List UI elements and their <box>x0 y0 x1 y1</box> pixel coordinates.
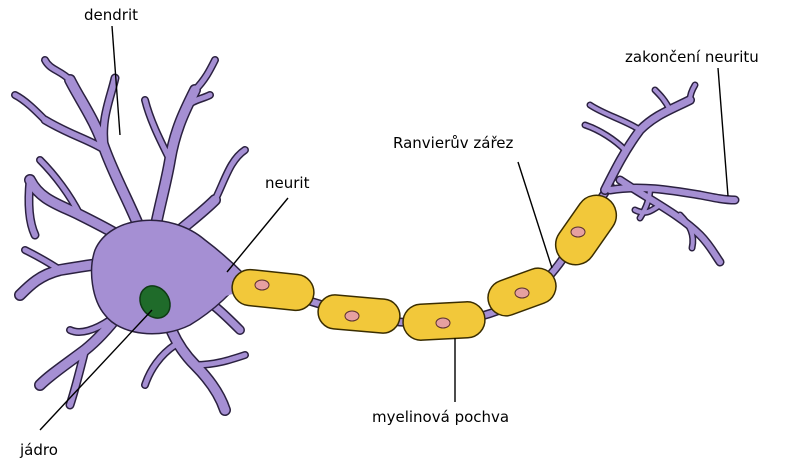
leader-terminal <box>718 68 728 196</box>
myelin-segment <box>483 263 561 321</box>
label-dendrite: dendrit <box>84 6 138 24</box>
myelin-sheath <box>230 187 624 341</box>
leader-axon <box>227 198 288 272</box>
cell-body-group <box>15 60 250 410</box>
label-myelin-sheath: myelinová pochva <box>372 408 509 426</box>
myelin-segment <box>402 301 486 341</box>
label-axon: neurit <box>265 174 310 192</box>
myelin-segment <box>230 268 315 312</box>
myelin-segment <box>317 293 402 334</box>
label-nucleus: jádro <box>19 441 58 459</box>
label-node-of-ranvier: Ranvierův zářez <box>393 134 514 152</box>
label-axon-terminal: zakončení neuritu <box>625 48 759 66</box>
leader-ranvier <box>518 162 552 268</box>
